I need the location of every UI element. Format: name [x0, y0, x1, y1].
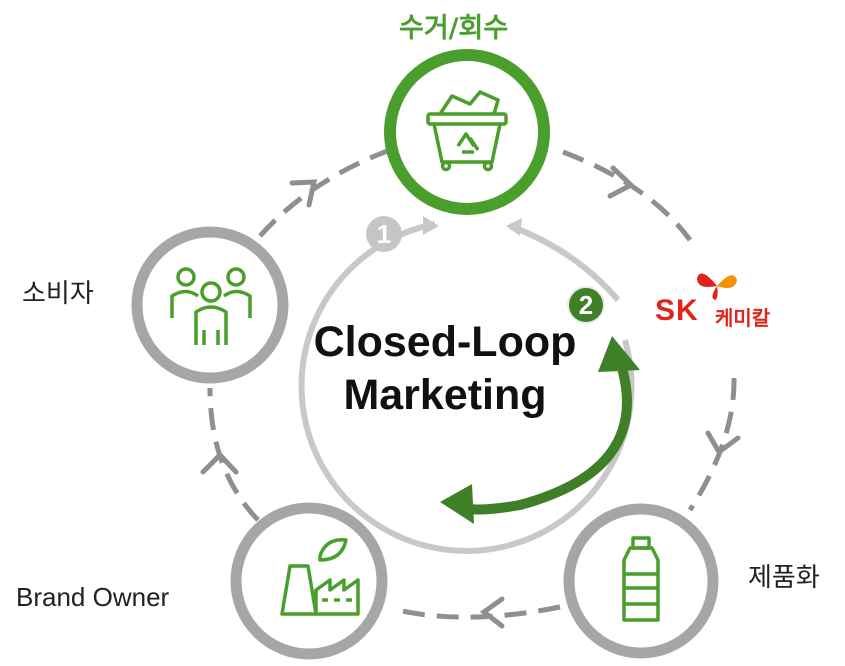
people-group-icon — [170, 267, 252, 345]
center-title-line1: Closed-Loop — [313, 318, 577, 366]
recycling-bin-icon — [426, 90, 508, 172]
sk-logo-letters: SK — [655, 294, 699, 327]
brand-owner-label: Brand Owner — [16, 582, 170, 612]
step-badge-1: 1 — [366, 216, 402, 252]
center-title: Closed-Loop Marketing — [280, 316, 610, 422]
dashed-segment-bottom — [401, 604, 561, 620]
inner-loop — [298, 221, 635, 554]
sk-logo-korean: 케미칼 — [715, 306, 771, 330]
chevron-bottom — [479, 596, 505, 629]
arrowhead-up — [598, 336, 640, 372]
chevron-top-right — [607, 165, 636, 199]
dashed-loop-chevrons — [200, 165, 741, 629]
plastic-bottle-icon — [622, 536, 660, 622]
dashed-segment-top-left — [258, 147, 391, 238]
inner-loop-arc — [298, 221, 635, 554]
center-title-line2: Marketing — [343, 371, 547, 419]
collection-label: 수거/회수 — [399, 13, 509, 44]
inner-loop-top-right — [508, 223, 621, 302]
factory-leaf-icon — [280, 538, 360, 616]
inner-arrowhead-right — [506, 218, 522, 236]
chevron-top-left — [289, 179, 318, 208]
arrowhead-left — [440, 484, 474, 524]
inner-arrowhead-left — [423, 216, 439, 235]
product-label: 제품화 — [748, 563, 820, 593]
consumer-node — [131, 226, 289, 384]
two-way-arrow — [440, 336, 640, 524]
collection-node — [384, 49, 550, 215]
chevron-left — [200, 451, 239, 475]
chevron-right — [705, 430, 741, 456]
sk-butterfly-logo — [697, 273, 737, 300]
outer-dashed-loop — [207, 147, 737, 620]
dashed-segment-top-right — [562, 149, 693, 242]
dashed-segment-right — [687, 377, 737, 512]
step-badge-2: 2 — [567, 286, 605, 324]
sk-chemicals-logo: SK 케미칼 — [655, 268, 805, 330]
dashed-segment-left — [207, 387, 260, 522]
consumer-label: 소비자 — [22, 279, 94, 309]
product-node — [563, 503, 719, 659]
